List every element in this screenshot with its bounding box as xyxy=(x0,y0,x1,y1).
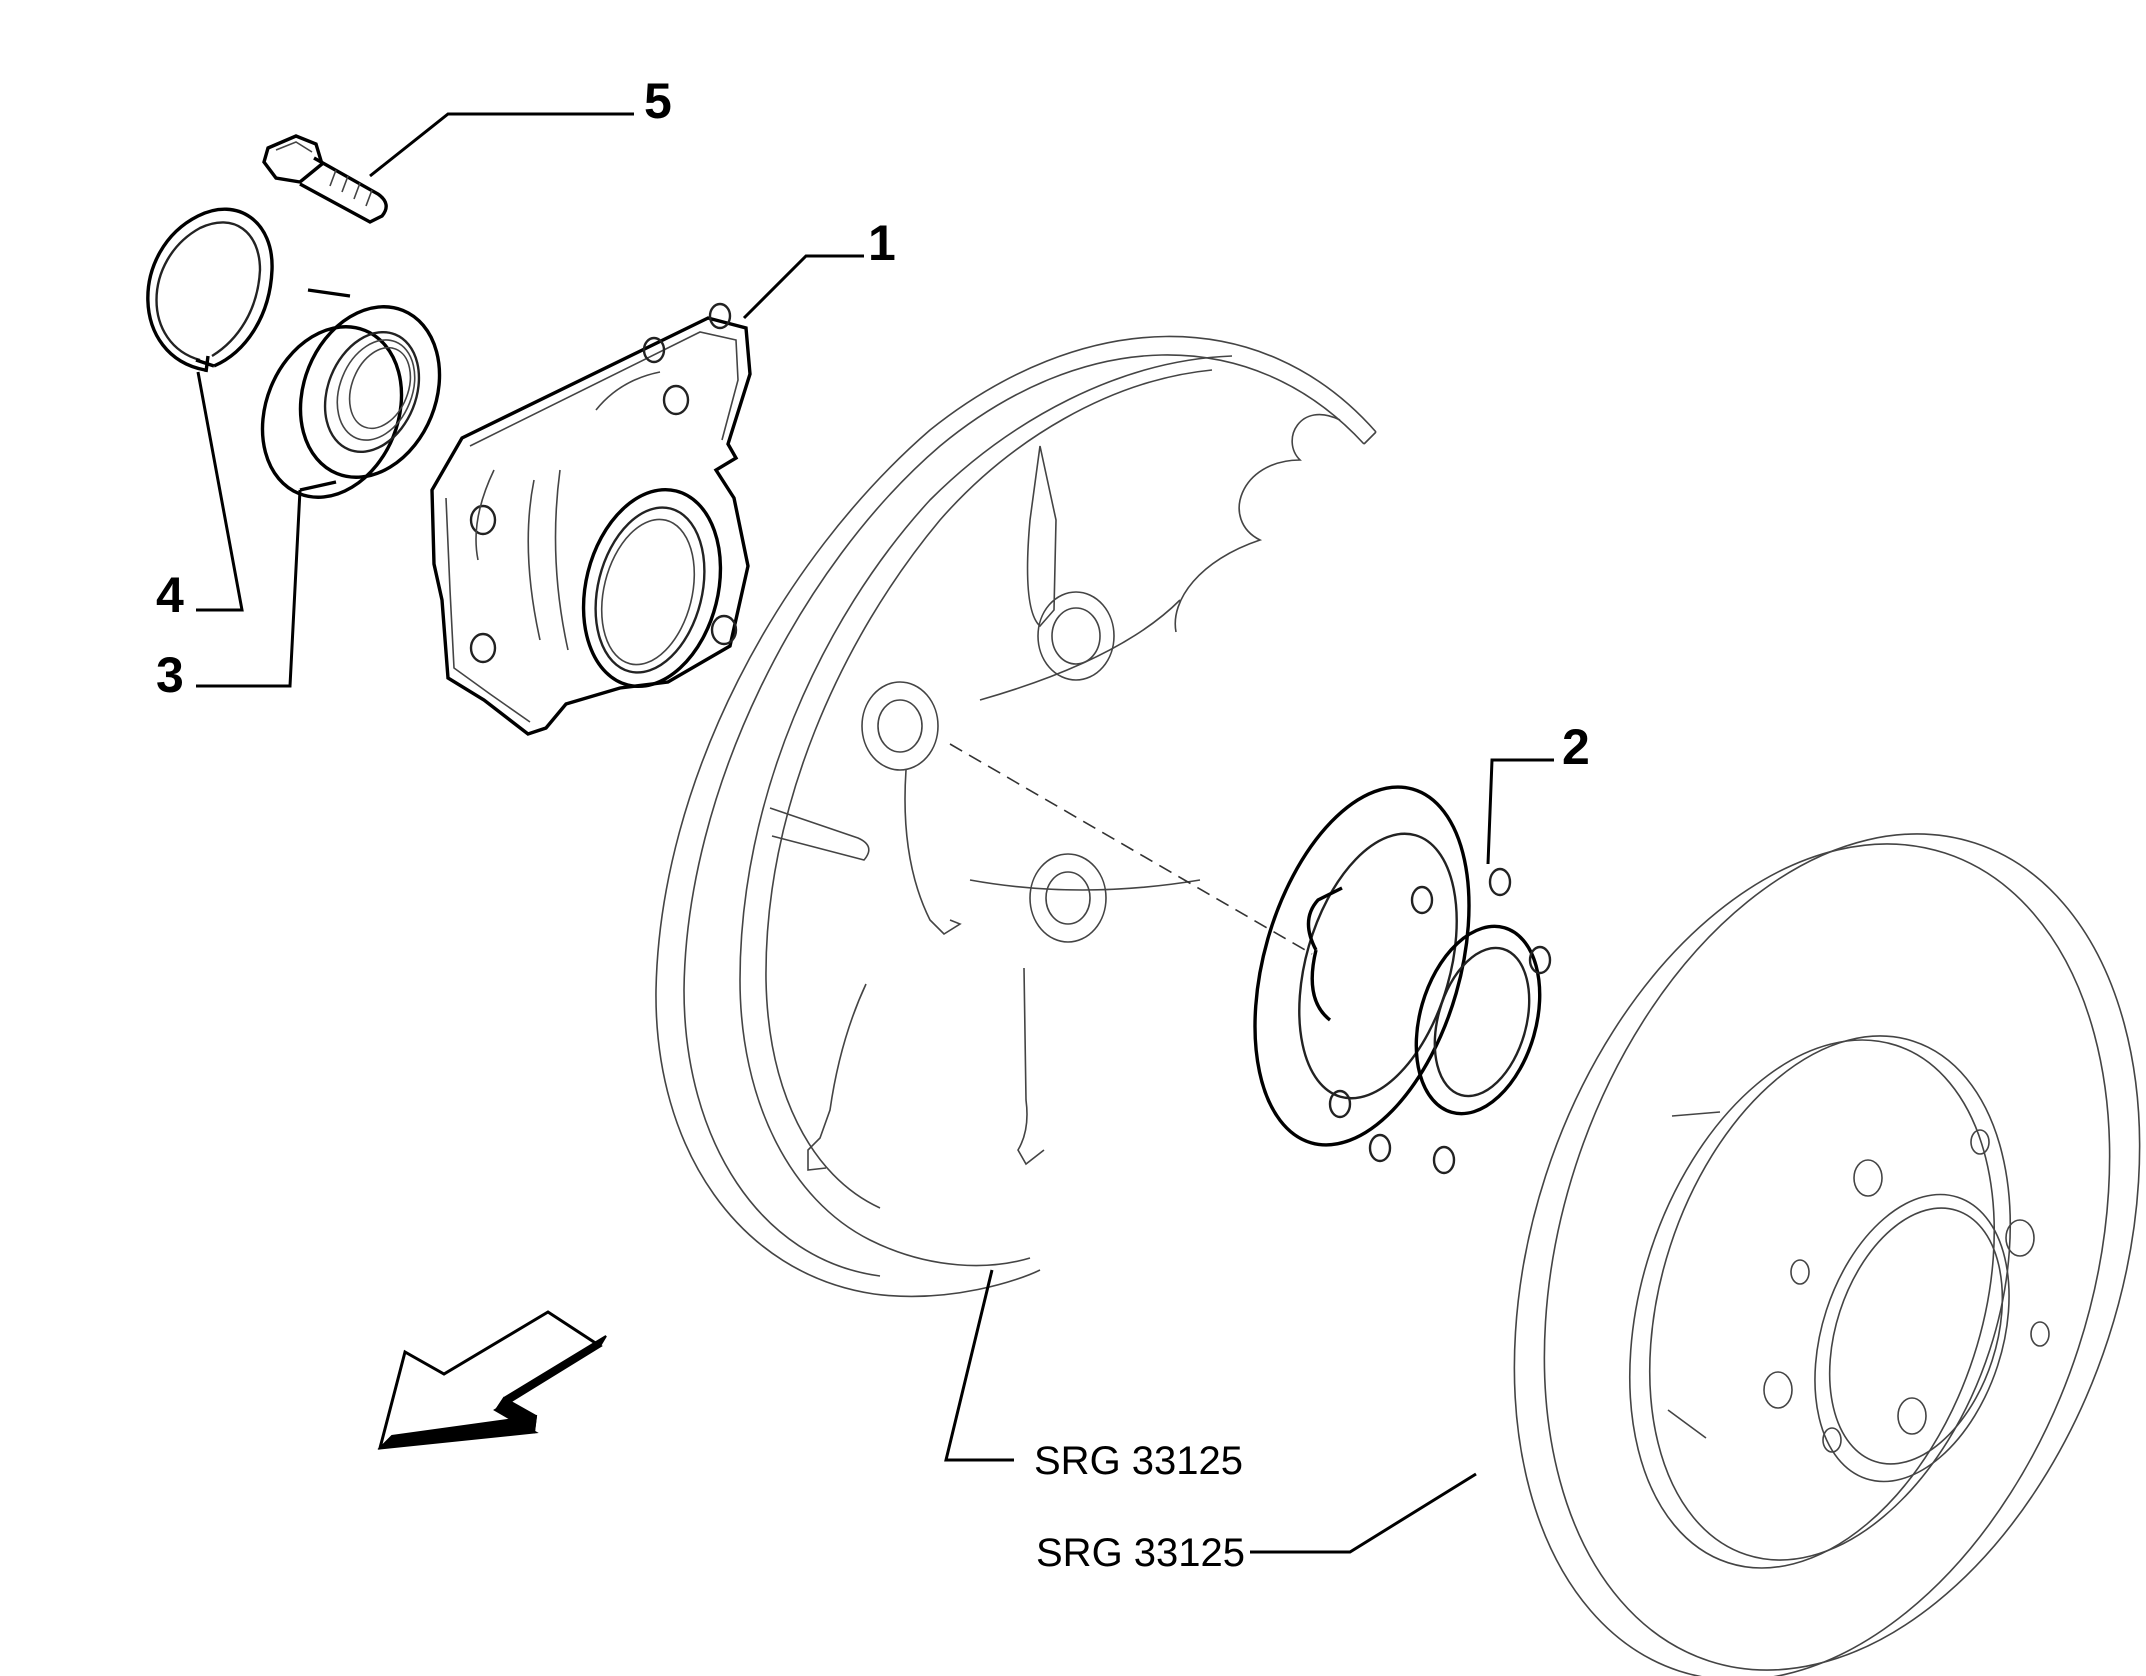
callout-2: 2 xyxy=(1562,719,1590,775)
leader-5 xyxy=(369,112,634,178)
direction-arrow-icon xyxy=(377,1310,607,1450)
ref-brake-disc: SRG 33125 xyxy=(1036,1531,1245,1575)
bolt-part xyxy=(262,134,388,224)
leader-3 xyxy=(196,489,302,688)
callout-1: 1 xyxy=(868,215,896,271)
callout-5: 5 xyxy=(644,73,672,129)
bearing-part xyxy=(260,288,442,499)
snap-ring-part xyxy=(146,207,274,373)
leader-2 xyxy=(1486,758,1554,865)
callout-4: 4 xyxy=(156,567,184,623)
backing-plate-part xyxy=(655,335,1377,1298)
leader-backing-plate xyxy=(944,1269,1014,1462)
leader-brake-disc xyxy=(1250,1472,1477,1554)
brake-disc-part xyxy=(1513,833,2141,1676)
hub-carrier-part xyxy=(430,302,752,736)
leader-1 xyxy=(742,254,864,320)
leader-lines xyxy=(196,112,1554,1554)
ref-backing-plate: SRG 33125 xyxy=(1034,1439,1243,1483)
callout-3: 3 xyxy=(156,647,184,703)
alignment-dashed-line xyxy=(949,743,1313,955)
leader-4 xyxy=(196,371,244,612)
wheel-hub-part xyxy=(1253,785,1552,1175)
